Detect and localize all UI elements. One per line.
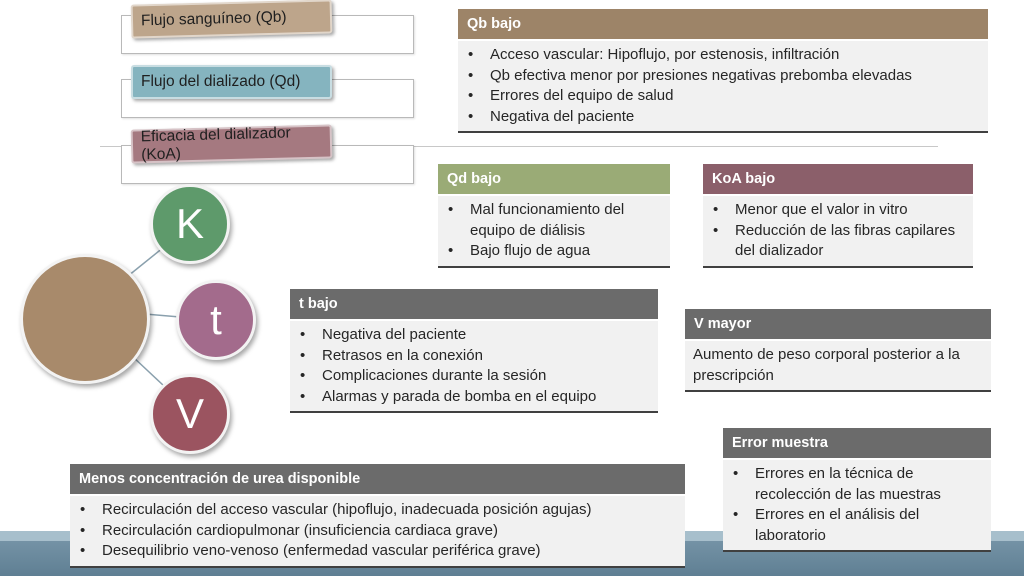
- qd-factor-label: Flujo del dializado (Qd): [141, 73, 301, 90]
- central-circle: [20, 254, 150, 384]
- qd-factor-tag: Flujo del dializado (Qd): [131, 65, 332, 99]
- t-bajo-item: Negativa del paciente: [300, 325, 650, 346]
- t-bajo-item: Alarmas y parada de bomba en el equipo: [300, 387, 650, 408]
- urea-item: Desequilibrio veno-venoso (enfermedad va…: [80, 541, 677, 562]
- v-letter: V: [175, 390, 204, 437]
- urea-item: Recirculación cardiopulmonar (insuficien…: [80, 521, 677, 542]
- error-muestra-item: Errores en la técnica de recolección de …: [733, 464, 983, 505]
- koa-bajo-item: Reducción de las fibras capilares del di…: [713, 221, 965, 262]
- koa-bajo-item: Menor que el valor in vitro: [713, 200, 965, 221]
- qd-bajo-item: Bajo flujo de agua: [448, 241, 662, 262]
- urea-box: Menos concentración de urea disponible R…: [70, 464, 685, 568]
- t-bajo-box: t bajo Negativa del paciente Retrasos en…: [290, 289, 658, 413]
- qb-bajo-item: Negativa del paciente: [468, 107, 980, 128]
- t-bajo-item: Complicaciones durante la sesión: [300, 366, 650, 387]
- t-bajo-item: Retrasos en la conexión: [300, 346, 650, 367]
- qd-bajo-title: Qd bajo: [438, 164, 670, 194]
- connector-t: [144, 313, 181, 318]
- qb-bajo-item: Acceso vascular: Hipoflujo, por estenosi…: [468, 45, 980, 66]
- t-bajo-title: t bajo: [290, 289, 658, 319]
- error-muestra-item: Errores en el análisis del laboratorio: [733, 505, 983, 546]
- qb-bajo-item: Qb efectiva menor por presiones negativa…: [468, 66, 980, 87]
- qd-bajo-item: Mal funcionamiento del equipo de diálisi…: [448, 200, 662, 241]
- k-circle: K: [150, 184, 230, 264]
- koa-bajo-box: KoA bajo Menor que el valor in vitro Red…: [703, 164, 973, 268]
- v-mayor-box: V mayor Aumento de peso corporal posteri…: [685, 309, 991, 392]
- v-mayor-title: V mayor: [685, 309, 991, 339]
- connector-v: [131, 355, 165, 387]
- error-muestra-box: Error muestra Errores en la técnica de r…: [723, 428, 991, 552]
- urea-title: Menos concentración de urea disponible: [70, 464, 685, 494]
- qb-bajo-title: Qb bajo: [458, 9, 988, 39]
- qb-bajo-box: Qb bajo Acceso vascular: Hipoflujo, por …: [458, 9, 988, 133]
- koa-bajo-title: KoA bajo: [703, 164, 973, 194]
- qd-bajo-box: Qd bajo Mal funcionamiento del equipo de…: [438, 164, 670, 268]
- horizontal-divider: [100, 146, 938, 147]
- t-letter: t: [210, 296, 222, 343]
- t-circle: t: [176, 280, 256, 360]
- urea-item: Recirculación del acceso vascular (hipof…: [80, 500, 677, 521]
- v-circle: V: [150, 374, 230, 454]
- qb-bajo-item: Errores del equipo de salud: [468, 86, 980, 107]
- connector-k: [127, 246, 165, 277]
- error-muestra-title: Error muestra: [723, 428, 991, 458]
- v-mayor-text: Aumento de peso corporal posterior a la …: [685, 339, 991, 390]
- k-letter: K: [175, 200, 204, 247]
